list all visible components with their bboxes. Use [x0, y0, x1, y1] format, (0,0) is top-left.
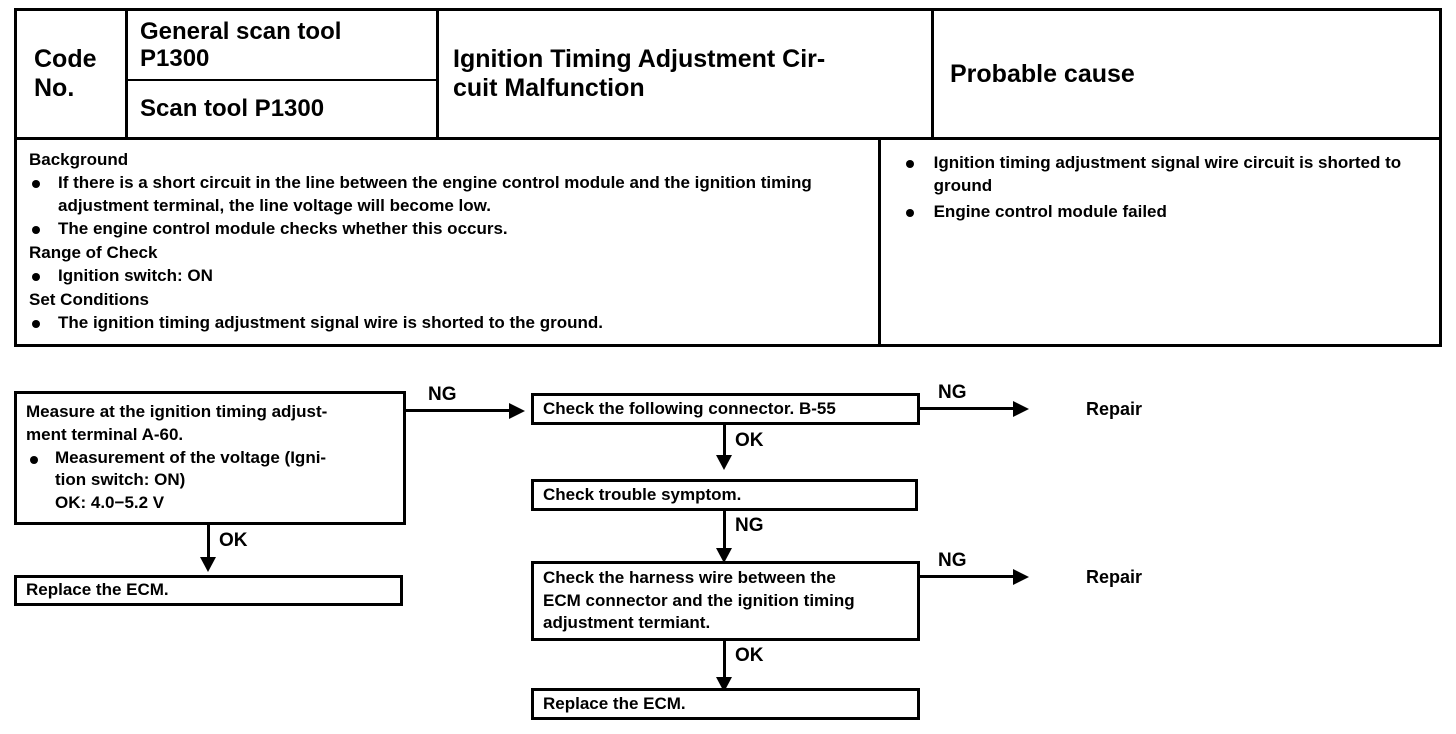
header-cell-scan-tools: General scan tool P1300 Scan tool P1300	[128, 11, 439, 137]
terminal-repair-top: Repair	[1086, 399, 1143, 419]
code-no-line1: Code	[34, 45, 97, 74]
edge-label-measure-ng: NG	[428, 384, 457, 405]
edge-label-symptom-ng: NG	[735, 515, 764, 536]
background-list: If there is a short circuit in the line …	[29, 172, 868, 240]
flow-box-check-harness: Check the harness wire between the ECM c…	[531, 561, 920, 641]
terminal-repair-bottom: Repair	[1086, 567, 1143, 587]
flow-box-measure-terminal: Measure at the ignition timing adjust- m…	[14, 391, 406, 525]
header-scan-tool: Scan tool P1300	[140, 95, 325, 122]
edge-label-measure-ok: OK	[219, 530, 248, 551]
set-conditions-heading: Set Conditions	[29, 289, 149, 309]
check-symptom-label: Check trouble symptom.	[543, 484, 742, 504]
measure-line2: ment terminal A-60.	[26, 424, 184, 444]
dtc-title-line2: cuit Malfunction	[453, 74, 645, 102]
table-body-row: Background If there is a short circuit i…	[17, 140, 1439, 344]
connector-measure-to-check-connector	[406, 409, 510, 412]
flow-box-check-symptom: Check trouble symptom.	[531, 479, 918, 511]
header-general-scan-tool: General scan tool P1300	[128, 11, 436, 81]
edge-label-harness-ng: NG	[938, 550, 967, 571]
replace-ecm-right-label: Replace the ECM.	[543, 693, 686, 713]
list-item: If there is a short circuit in the line …	[29, 172, 868, 217]
list-item: Ignition switch: ON	[29, 265, 868, 287]
replace-ecm-left-label: Replace the ECM.	[26, 580, 169, 600]
check-harness-line1: Check the harness wire between the	[543, 567, 836, 587]
detail-cell: Background If there is a short circuit i…	[17, 140, 881, 344]
arrow-down-icon	[716, 548, 732, 563]
general-scan-tool-line2: P1300	[140, 45, 210, 72]
background-heading: Background	[29, 150, 129, 169]
arrow-right-icon	[1013, 569, 1029, 585]
table-header-row: Code No. General scan tool P1300 Scan to…	[17, 11, 1439, 140]
measure-bullet: Measurement of the voltage (Igni-	[26, 447, 395, 470]
dtc-table: Code No. General scan tool P1300 Scan to…	[14, 8, 1442, 347]
connector-check-connector-to-symptom	[723, 425, 726, 458]
edge-label-connector-ok: OK	[735, 430, 764, 451]
header-cell-code-no: Code No.	[17, 11, 128, 137]
arrow-right-icon	[1013, 401, 1029, 417]
measure-bullet-cont: tion switch: ON)	[55, 470, 186, 490]
list-item: The engine control module checks whether…	[29, 218, 868, 240]
connector-harness-to-replace-ecm	[723, 641, 726, 681]
flow-box-replace-ecm-left: Replace the ECM.	[14, 575, 403, 606]
connector-measure-to-replace-ecm	[207, 525, 210, 560]
flow-box-check-connector: Check the following connector. B-55	[531, 393, 920, 425]
edge-label-connector-ng: NG	[938, 382, 967, 403]
range-of-check-heading: Range of Check	[29, 242, 158, 262]
code-no-line2: No.	[34, 74, 75, 102]
connector-symptom-to-harness	[723, 511, 726, 553]
check-harness-line2: ECM connector and the ignition timing	[543, 590, 855, 610]
measure-line1: Measure at the ignition timing adjust-	[26, 401, 328, 421]
edge-label-harness-ok: OK	[735, 645, 764, 666]
arrow-down-icon	[716, 455, 732, 470]
list-item: Engine control module failed	[903, 201, 1429, 224]
arrow-down-icon	[200, 557, 216, 572]
header-cell-title: Ignition Timing Adjustment Cir- cuit Mal…	[439, 11, 934, 137]
list-item: Ignition timing adjustment signal wire c…	[903, 152, 1429, 198]
connector-check-connector-to-repair	[920, 407, 1015, 410]
dtc-title-line1: Ignition Timing Adjustment Cir-	[453, 45, 826, 73]
range-of-check-list: Ignition switch: ON	[29, 265, 868, 287]
general-scan-tool-line1: General scan tool	[140, 17, 342, 45]
measure-spec: OK: 4.0−5.2 V	[55, 493, 165, 513]
set-conditions-list: The ignition timing adjustment signal wi…	[29, 312, 868, 334]
check-harness-line3: adjustment termiant.	[543, 613, 711, 633]
check-connector-label: Check the following connector. B-55	[543, 398, 836, 418]
flow-box-replace-ecm-right: Replace the ECM.	[531, 688, 920, 720]
probable-cause-list: Ignition timing adjustment signal wire c…	[903, 152, 1429, 223]
list-item: The ignition timing adjustment signal wi…	[29, 312, 868, 334]
arrow-right-icon	[509, 403, 525, 419]
probable-cause-cell: Ignition timing adjustment signal wire c…	[881, 140, 1439, 344]
header-cell-probable-cause: Probable cause	[950, 59, 1135, 88]
connector-harness-to-repair	[920, 575, 1015, 578]
